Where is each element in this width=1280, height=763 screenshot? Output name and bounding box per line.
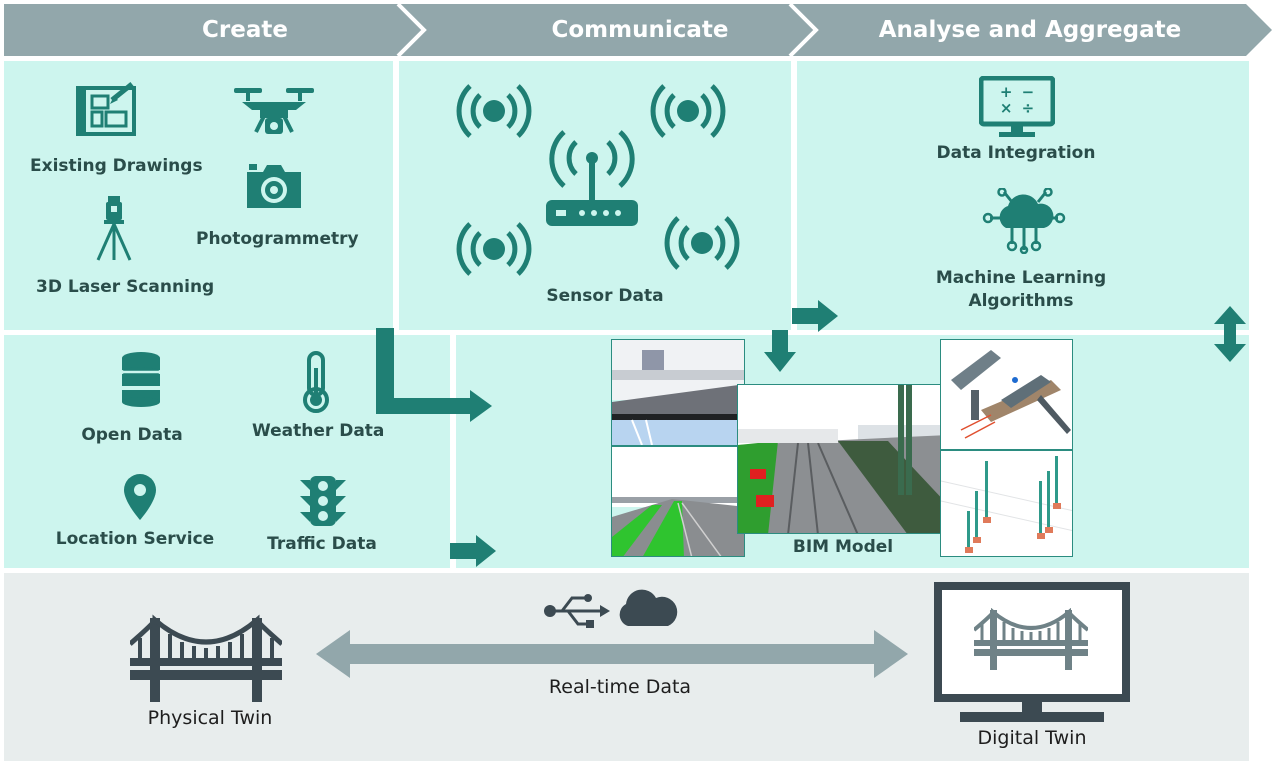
bim-image-main-track: [737, 384, 947, 534]
bim-image-track-green: [611, 446, 745, 557]
wireless-signal-icon: [456, 84, 532, 138]
wireless-signal-icon: [456, 222, 532, 276]
chevron-create: [4, 4, 424, 56]
arrow-right-icon: [792, 300, 838, 332]
thermometer-icon: [303, 351, 329, 413]
stage-communicate: Communicate: [551, 17, 729, 43]
monitor-calculator-icon: + − × ÷: [979, 76, 1055, 138]
suspension-bridge-icon: [130, 614, 282, 702]
bim-image-bridge-model: [940, 339, 1073, 450]
location-service-label: Location Service: [55, 529, 215, 549]
wireless-signal-icon: [664, 216, 740, 270]
chevron-analyse: [790, 4, 1272, 56]
cloud-icon: [619, 589, 678, 626]
calc-symbols: + − × ÷: [999, 83, 1035, 117]
cloud-network-icon: [982, 188, 1066, 254]
external-data-panel: [4, 335, 450, 568]
double-arrow-vertical-icon: [1214, 306, 1246, 362]
camera-icon: [247, 164, 301, 208]
traffic-data-label: Traffic Data: [267, 534, 377, 554]
photogrammetry-label: Photogrammetry: [196, 229, 359, 249]
chevron-communicate: [398, 4, 816, 56]
physical-twin-label: Physical Twin: [147, 707, 273, 729]
ml-label-line2: Algorithms: [968, 291, 1074, 311]
arrow-down-icon: [764, 330, 796, 372]
create-panel: [4, 61, 393, 330]
bim-image-platform: [611, 339, 745, 446]
router-icon: [546, 130, 638, 226]
elbow-arrow-icon: [376, 328, 492, 422]
bim-model-label: BIM Model: [792, 537, 894, 557]
digital-twin-label: Digital Twin: [977, 727, 1087, 749]
stage-analyse: Analyse and Aggregate: [878, 17, 1182, 43]
stage-create: Create: [202, 17, 288, 43]
tripod-scanner-icon: [96, 196, 132, 261]
open-data-label: Open Data: [81, 425, 183, 445]
digital-bridge-icon: [974, 608, 1088, 670]
blueprint-icon: [76, 82, 136, 136]
ml-label-line1: Machine Learning: [935, 268, 1107, 288]
arrow-right-icon: [450, 535, 496, 567]
database-icon: [122, 352, 160, 407]
existing-drawings-label: Existing Drawings: [30, 156, 203, 176]
real-time-data-label: Real-time Data: [548, 676, 692, 698]
bidirectional-arrow-icon: [316, 630, 908, 678]
data-integration-label: Data Integration: [936, 143, 1096, 163]
traffic-light-icon: [300, 476, 346, 526]
location-pin-icon: [124, 474, 156, 520]
bim-image-poles: [940, 450, 1073, 557]
usb-icon: [544, 594, 610, 628]
laser-scanning-label: 3D Laser Scanning: [36, 277, 215, 297]
wireless-signal-icon: [650, 84, 726, 138]
stage-chevrons: [4, 2, 1272, 58]
drone-icon: [234, 88, 314, 134]
sensor-data-label: Sensor Data: [546, 286, 664, 306]
weather-data-label: Weather Data: [252, 421, 385, 441]
